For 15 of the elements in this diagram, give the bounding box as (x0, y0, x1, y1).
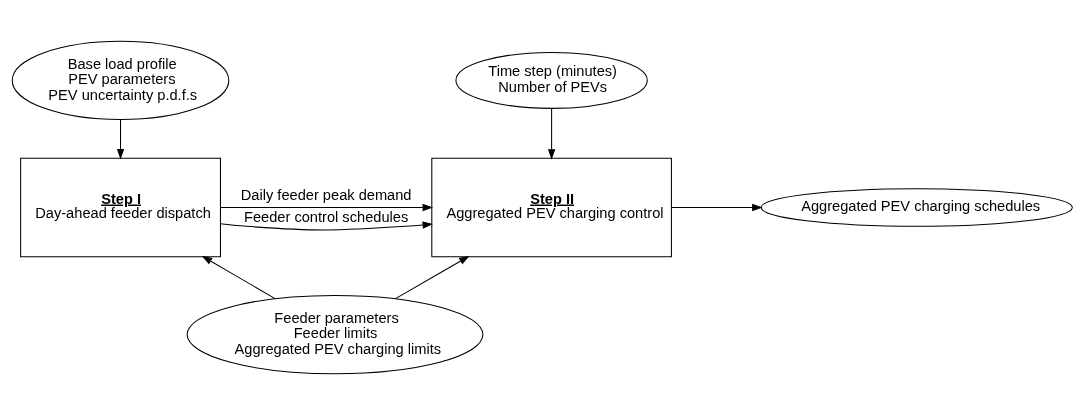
node-ellipse: Base load profile PEV parameters PEV uncertainty p.d.f.s (11, 40, 230, 120)
arrow (220, 220, 434, 231)
arrow (395, 255, 470, 299)
node-box: Step I Day-ahead feeder dispatch (20, 157, 221, 257)
arrow (201, 255, 276, 299)
arrow (116, 118, 125, 159)
edge-label: Daily feeder peak demand (240, 186, 412, 203)
arrow (547, 107, 556, 160)
arrow (220, 203, 434, 211)
node-ellipse: Time step (minutes) Number of PEVs (455, 51, 648, 109)
edge-label: Feeder control schedules (244, 208, 409, 225)
node-box: Step II Aggregated PEV charging control (431, 157, 672, 257)
arrow (670, 203, 763, 211)
node-ellipse: Feeder parameters Feeder limits Aggregated PEV charging limits (186, 294, 484, 374)
node-ellipse: Aggregated PEV charging schedules (760, 187, 1073, 227)
